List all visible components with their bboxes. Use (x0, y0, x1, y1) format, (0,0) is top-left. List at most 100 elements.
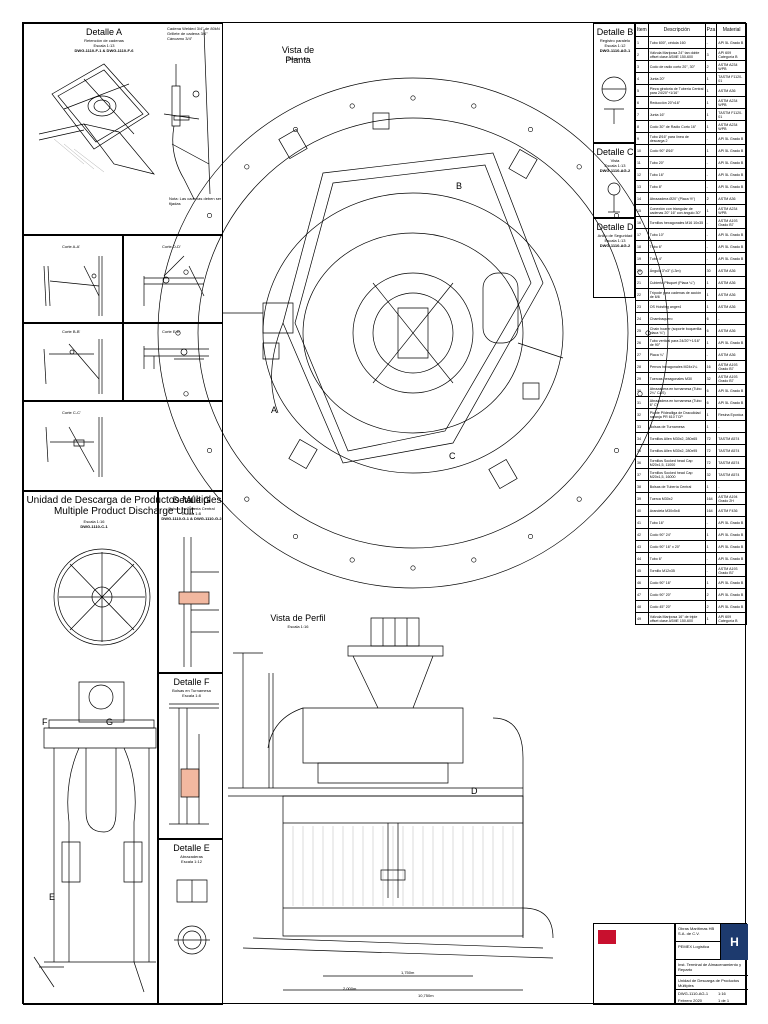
label-f: F (42, 717, 48, 727)
bom-qty: 1 (704, 84, 718, 97)
bom-item: 22 (635, 288, 649, 301)
bom-material: API 5L Grado B (716, 396, 747, 409)
bom-qty: 1 (704, 144, 718, 157)
pemex-logo (598, 930, 616, 944)
bom-material: API 5L Grado B (716, 156, 747, 169)
bom-material: ASTM A194 Grado 2H (716, 492, 747, 505)
cut-c-panel: Corte C-C' (23, 401, 223, 491)
bom-description: Trípode para cadenas de acción de 6/6 (647, 288, 706, 301)
bom-qty: - (704, 240, 718, 253)
company-logo-icon: H (730, 935, 739, 949)
bom-material: ASTM A234 WPB (716, 120, 747, 133)
bom-description: Tubo 20" (647, 156, 706, 169)
detail-f-title: Detalle F (173, 677, 210, 687)
bom-material: API 5L Grado B (716, 240, 747, 253)
bolt-hole (350, 558, 354, 562)
bom-item: 21 (635, 276, 649, 289)
detail-c-title: Detalle C (596, 147, 634, 157)
drawing-sheet: Detalle A Retención de cadenas Escala 1:… (22, 22, 748, 1006)
bom-material: API 5L Grado B (716, 132, 747, 145)
bom-item: 34 (635, 432, 649, 445)
title-block-project: PEMEX Logística (678, 944, 710, 949)
bom-material: ASTM A234 WPB (716, 60, 747, 73)
main-unit-panel: Unidad de Descarga de Productos Múltiple… (23, 491, 222, 1006)
detail-a-subtitle: Retención de cadenas (84, 38, 124, 43)
bom-material: TASTM F1120-01 (716, 72, 747, 85)
bom-item: 12 (635, 168, 649, 181)
profile-dim-3: 10,750m (418, 993, 434, 998)
bom-qty: 1 (704, 480, 718, 493)
bom-item: 17 (635, 228, 649, 241)
bom-item: 5 (635, 84, 649, 97)
bom-item: 16 (635, 216, 649, 229)
bom-material: API 5L Grado B (716, 180, 747, 193)
bom-material: ASTM A234 WPB (716, 96, 747, 109)
bom-qty: 1 (704, 204, 718, 217)
bom-item: 47 (635, 588, 649, 601)
bom-qty: - (704, 216, 718, 229)
cut-d-panel: Corte D-D' (123, 235, 223, 323)
bom-qty: 6 (704, 312, 718, 325)
profile-dim-2: 2,000m (343, 986, 357, 991)
bom-header-qty: Pza (704, 23, 718, 37)
bom-qty: 1 (704, 420, 718, 433)
main-unit-drawing (24, 492, 159, 1006)
detail-c-drawing (594, 144, 636, 219)
bom-material: Resina Epoxica (716, 408, 747, 421)
main-scale: Escala 1:16 (83, 519, 105, 524)
bolt-hole (176, 331, 180, 335)
detail-a-title: Detalle A (85, 27, 123, 37)
bom-item: 42 (635, 528, 649, 541)
cut-b-panel: Corte B-B' (23, 323, 123, 401)
bom-description: Tubo Ø16" para línea de descarga 2 (647, 132, 706, 145)
bom-item: 2 (635, 48, 649, 61)
bom-material: ASTM A193 Grado B7 (716, 360, 747, 373)
bom-qty: 1 (704, 276, 718, 289)
bom-item: 7 (635, 108, 649, 121)
bom-description: Junta 16" (647, 108, 706, 121)
detail-d-ref: DWG-1110-AG-2 (599, 243, 631, 248)
detail-e-scale: Escala 1:12 (181, 859, 202, 864)
detail-g-scale: Escala 1:8 (182, 511, 201, 516)
bom-item: 44 (635, 552, 649, 565)
bom-material: TASTM A574 (716, 456, 747, 469)
detail-d-scale: Escala 1:13 (604, 238, 626, 243)
bom-material: ASTM A36 (716, 276, 747, 289)
bom-item: 39 (635, 492, 649, 505)
bom-qty: 1 (704, 288, 718, 301)
bolt-hole (184, 392, 188, 396)
profile-label-d: D (471, 786, 478, 796)
bom-qty: 6 (704, 384, 718, 397)
title-block-drawing-cell: Unidad de Descarga de Productos Múltiple… (676, 976, 748, 990)
bom-item: 29 (635, 372, 649, 385)
bolt-hole (350, 104, 354, 108)
detail-d-panel: Detalle D Anillo de Seguridad Escala 1:1… (593, 218, 635, 298)
bom-description: Tubo 10" (647, 228, 706, 241)
bom-description: Arandela M30x5x8 (647, 504, 706, 517)
bom-description: Conexión con triangular de cadenas 20" 1… (647, 204, 706, 217)
bom-item: 33 (635, 420, 649, 433)
detail-d-title: Detalle D (596, 222, 634, 232)
bom-qty: 2 (704, 588, 718, 601)
title-block-company-cell: Obras Marítimas HB S.A. de C.V. (676, 924, 721, 942)
title-block-scale: 1:16 (718, 991, 726, 996)
